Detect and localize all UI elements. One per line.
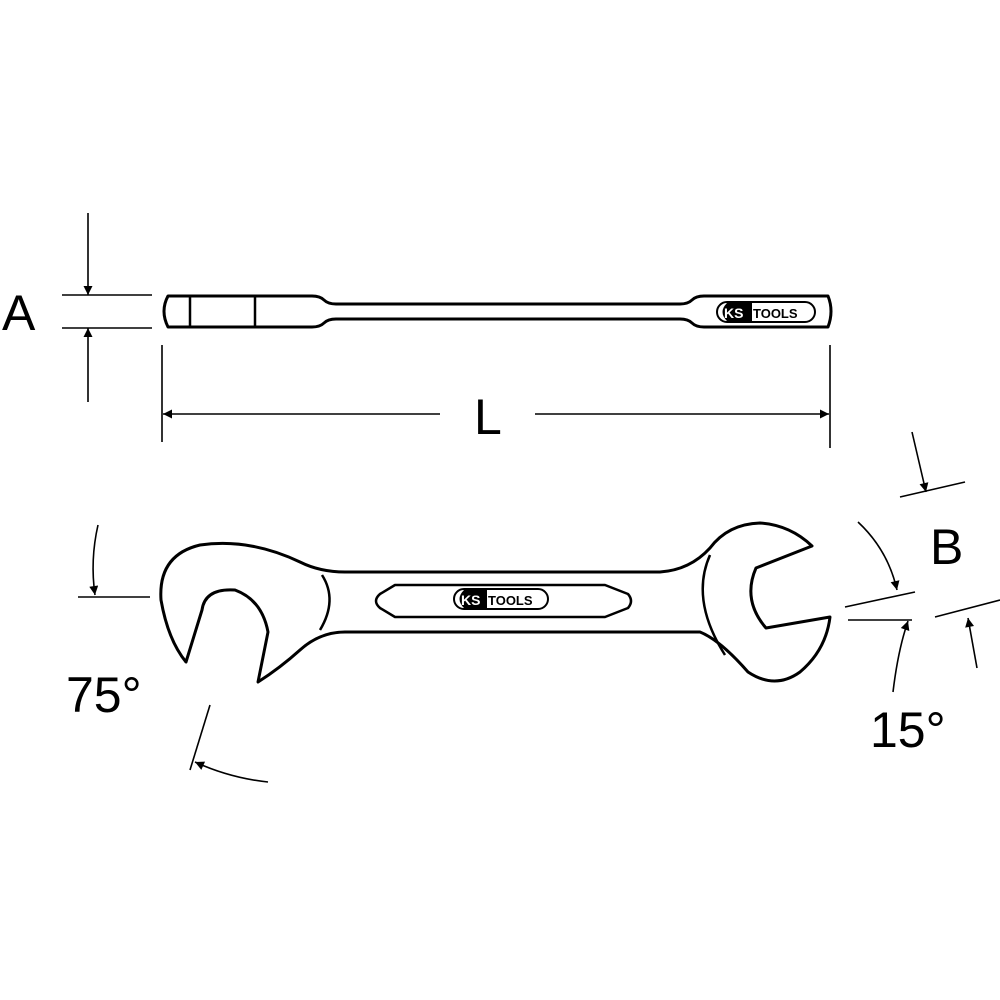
svg-text:KS: KS xyxy=(724,305,743,321)
dimension-l xyxy=(161,345,831,448)
ks-tools-logo: KS TOOLS xyxy=(716,301,816,323)
dimension-b xyxy=(844,431,1000,693)
dimension-l-label: L xyxy=(474,389,502,445)
dimension-b-label: B xyxy=(930,519,964,575)
svg-text:KS: KS xyxy=(461,592,480,608)
svg-text:TOOLS: TOOLS xyxy=(753,306,798,321)
angle-75-dimension xyxy=(78,524,269,783)
svg-text:TOOLS: TOOLS xyxy=(488,593,533,608)
angle-15-label: 15° xyxy=(870,702,946,758)
dimension-a-label: A xyxy=(2,285,36,341)
wrench-front-view: KS TOOLS xyxy=(159,521,832,684)
ks-tools-logo: KS TOOLS xyxy=(453,588,549,610)
dimension-a xyxy=(62,213,152,402)
angle-75-label: 75° xyxy=(66,667,142,723)
wrench-side-view: KS TOOLS xyxy=(162,294,833,329)
